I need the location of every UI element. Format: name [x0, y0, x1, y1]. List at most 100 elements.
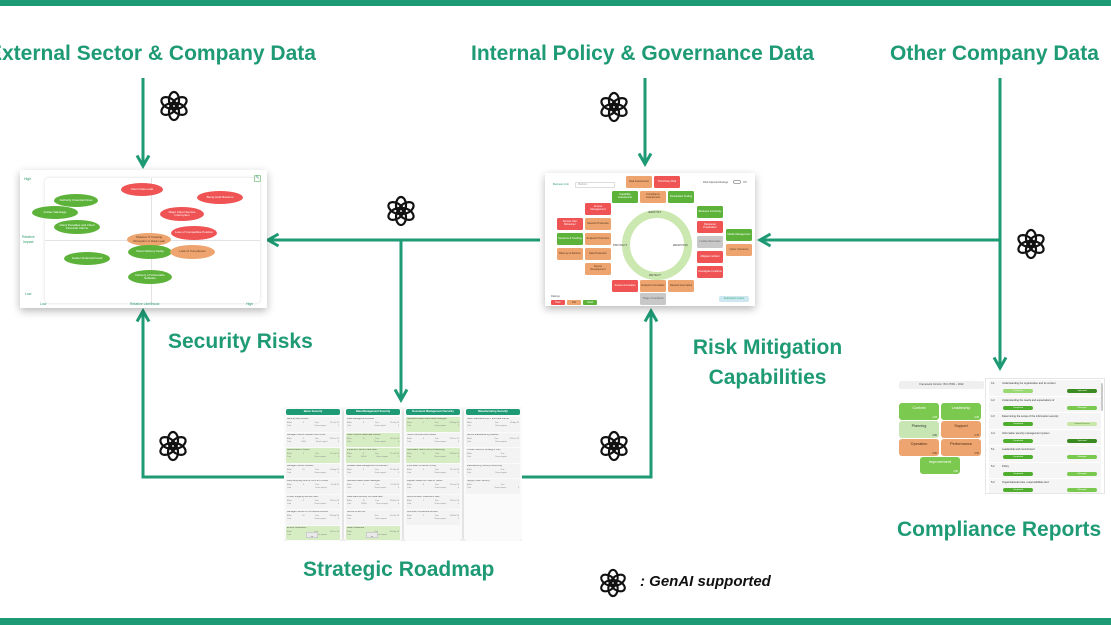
capability-box[interactable]: Business Continuity: [697, 206, 723, 218]
risk-item[interactable]: Authority Financial Fines: [54, 194, 98, 207]
capability-box[interactable]: Compliance Assessment: [640, 191, 666, 203]
impact-value: 3: [457, 440, 459, 443]
risk-item[interactable]: Delivery of Vulnerable Software: [128, 270, 172, 284]
risk-item[interactable]: Loss of Competitive Position: [171, 226, 217, 240]
capability-box[interactable]: Endpoint Anomalies: [640, 280, 666, 292]
impact-value: 3: [397, 456, 399, 458]
capability-box[interactable]: Triage of Incidents: [640, 293, 666, 305]
capability-box[interactable]: Back-up & Restore: [557, 248, 583, 260]
roadmap-item[interactable]: Automated Teams Life (Provisioning)Effor…: [406, 448, 460, 463]
risk-adjusted-toggle[interactable]: [733, 180, 741, 184]
roadmap-item-name: Data loads securely into Data Lake: [347, 495, 383, 498]
capability-box[interactable]: Cyber Insurance: [726, 244, 752, 256]
capability-box[interactable]: Incident Exercises: [697, 236, 723, 248]
capability-box[interactable]: Secure Development: [585, 263, 611, 275]
implementation-status: Completed: [1003, 455, 1033, 459]
maturity-status: Managed: [1067, 405, 1097, 410]
title-risk-mitigation-line2: Capabilities: [708, 366, 827, 389]
capability-box[interactable]: Access Anomalies: [612, 280, 638, 292]
edit-icon[interactable]: ✎: [254, 175, 261, 182]
capability-box[interactable]: Capability Assessment: [612, 191, 638, 203]
risk-item[interactable]: Insider Sabotage: [32, 206, 78, 219]
cost-value: 40000: [360, 456, 367, 458]
business-unit-select[interactable]: Platform: [575, 182, 615, 188]
capability-box[interactable]: Endpoint Protection: [585, 233, 611, 245]
risk-item[interactable]: Shadow IT Causing Disruption or Data Lea…: [127, 233, 171, 246]
framework-version-button[interactable]: Framework version: [719, 296, 749, 302]
maturity-status: Defined Process: [1067, 422, 1097, 426]
clause-list-scrollbar[interactable]: [1101, 383, 1103, 411]
title-risk-mitigation: Risk Mitigation Capabilities: [680, 333, 855, 393]
capability-box[interactable]: Third Party Risk: [654, 176, 680, 188]
risk-item[interactable]: Lack of Compliance: [170, 245, 215, 259]
capability-box[interactable]: Risk Assessment: [626, 176, 652, 188]
expand-chevron-icon[interactable]: ⌄: [306, 532, 318, 538]
risk-item[interactable]: Major Client Service Interruption: [160, 207, 204, 221]
capability-box[interactable]: Network Anomalies: [668, 280, 694, 292]
risk-item[interactable]: Being Held Ransom: [197, 191, 243, 204]
capability-box[interactable]: Investigate Incidents: [697, 266, 723, 278]
effort-label: Effort: [287, 484, 292, 486]
roadmap-item[interactable]: Select Manufacturing IT and Data Partner…: [466, 417, 520, 432]
risk-item[interactable]: Client Delivery Delay: [128, 245, 172, 259]
capability-box[interactable]: Media Management: [726, 229, 752, 241]
capability-box[interactable]: Response Preparation: [697, 221, 723, 233]
capability-box[interactable]: Mitigate Incident: [697, 251, 723, 263]
expand-chevron-icon[interactable]: ⌄: [366, 532, 378, 538]
risk-item[interactable]: Client Penalties and Client Financial Cl…: [54, 220, 100, 234]
due-label: Due: [435, 453, 440, 455]
effort-value: 10: [422, 453, 425, 455]
risk-item[interactable]: Client Data Leak: [121, 183, 163, 196]
due-value: 31-Mar-24: [449, 453, 459, 455]
capability-box[interactable]: Penetration Testing: [668, 191, 694, 203]
capability-box[interactable]: Access Management: [585, 203, 611, 215]
capability-box[interactable]: Secure User Behaviour: [557, 218, 583, 230]
effort-label: Effort: [407, 437, 412, 440]
risk-item[interactable]: Insider Financial Fraud: [64, 252, 110, 265]
due-value: 31-Aug-25: [329, 468, 339, 471]
capability-box[interactable]: Network Protection: [585, 218, 611, 230]
maturity-status: Managed: [1067, 488, 1097, 492]
capability-box[interactable]: Sessions & Tracking: [557, 233, 583, 245]
capability-box[interactable]: Data Protection: [585, 248, 611, 260]
